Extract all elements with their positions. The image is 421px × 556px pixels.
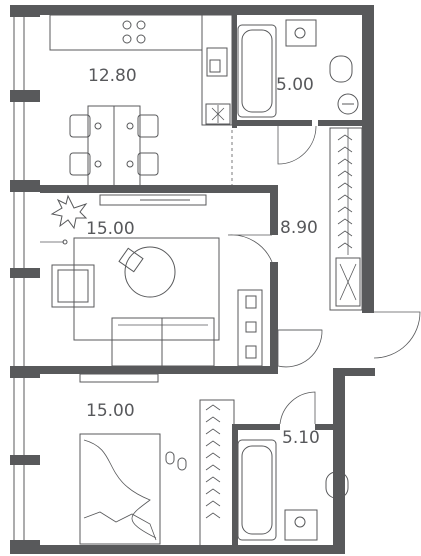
bathroom-2 bbox=[237, 439, 349, 541]
living-room-area-label: 15.00 bbox=[86, 219, 135, 239]
kitchen bbox=[49, 14, 233, 187]
walls bbox=[10, 5, 375, 554]
hallway-area-label: 8.90 bbox=[280, 218, 318, 238]
kitchen-area-label: 12.80 bbox=[88, 66, 137, 86]
living-room bbox=[40, 194, 263, 367]
bedroom bbox=[79, 373, 235, 547]
bathroom-1 bbox=[237, 19, 359, 118]
bathroom-1-area-label: 5.00 bbox=[276, 75, 314, 95]
bedroom-area-label: 15.00 bbox=[86, 401, 135, 421]
hallway bbox=[329, 127, 363, 311]
area-labels: 12.80 5.00 15.00 8.90 15.00 5.10 bbox=[86, 66, 320, 448]
doors bbox=[227, 125, 421, 425]
bathroom-2-area-label: 5.10 bbox=[282, 428, 320, 448]
